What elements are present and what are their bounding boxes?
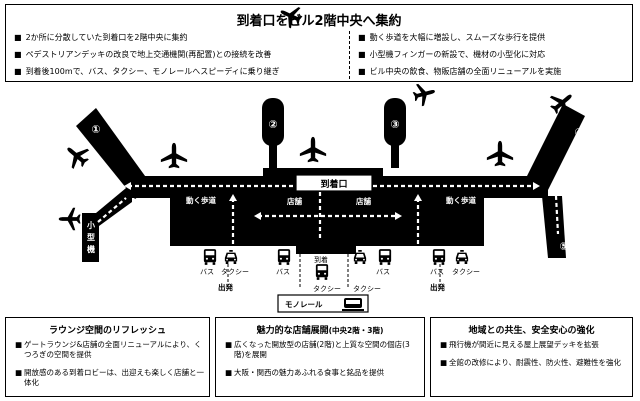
walkway-arrows [97, 184, 560, 246]
bus-icon [277, 249, 291, 265]
summary-divider [349, 31, 350, 79]
summary-left-item-3: 到着後100mで、バス、タクシー、モノレールへスピーディに乗り継ぎ [14, 66, 280, 77]
airplane-icon [58, 207, 81, 231]
moving-walkway-right-label: 動く歩道 [446, 195, 476, 205]
bus-icon [203, 249, 217, 265]
taxi-label-1: タクシー [221, 267, 249, 276]
panel-community-item-2: ■全館の改修により、耐震性、防火性、避難性を強化 [440, 358, 622, 367]
gate-4-label: ④ [574, 126, 583, 139]
gate-2-pier [262, 98, 284, 168]
summary-right-item-3: ビル中央の飲食、物販店舗の全面リニューアルを実施 [358, 66, 562, 77]
gate-1-label: ① [91, 123, 100, 136]
moving-walkway-left-label: 動く歩道 [186, 195, 216, 205]
page-title: 到着口をビル2階中央へ集約 [236, 14, 402, 29]
panel-community-title: 地域との共生、安全安心の強化 [468, 326, 595, 336]
panel-lounge-title: ラウンジ空間のリフレッシュ [48, 326, 166, 336]
panel-shops: 魅力的な店舗展開(中央2階・3階) ■広くなった開放型の店舗(2階)と上質な空間… [215, 317, 425, 397]
bus-icon [315, 264, 329, 280]
summary-right-item-2: 小型機フィンガーの新設で、機材の小型化に対応 [358, 49, 546, 60]
bus-icon [432, 249, 446, 265]
panel-community-item-1: ■飛行機が間近に見える屋上展望デッキを拡張 [440, 340, 599, 349]
monorail-icon [342, 298, 364, 311]
panel-community: 地域との共生、安全安心の強化 ■飛行機が間近に見える屋上展望デッキを拡張 ■全館… [430, 317, 633, 397]
shop-right-label: 店舗 [356, 196, 371, 206]
arrival-label: 到着 [314, 255, 328, 264]
summary-left-item-1: 2か所に分散していた到着口を2階中央に集約 [14, 32, 188, 43]
summary-box: 到着口をビル2階中央へ集約 2か所に分散していた到着口を2階中央に集約 ペデスト… [5, 4, 633, 82]
right-finger [520, 104, 585, 258]
gate-3-pier [384, 98, 406, 168]
panel-shops-title: 魅力的な店舗展開(中央2階・3階) [256, 326, 384, 336]
bus-label-3: バス [376, 268, 390, 276]
bus-icon [378, 249, 392, 265]
shop-left-label: 店舗 [287, 196, 302, 206]
small-aircraft-char-3: 機 [87, 244, 95, 254]
bus-label-4: バス [430, 268, 444, 276]
panel-lounge-item-1: ■ゲートラウンジ&店舗の全面リニューアルにより、くつろぎの空間を提供 [15, 340, 202, 359]
bus-label-1: バス [200, 268, 214, 276]
summary-left-item-2: ペデストリアンデッキの改良で地上交通機関(再配置)との接続を改善 [14, 49, 272, 60]
airplane-icon [160, 142, 188, 169]
departure-label-2: 出発 [430, 282, 445, 292]
summary-right-item-1: 動く歩道を大幅に増設し、スムーズな歩行を提供 [358, 32, 546, 43]
small-aircraft-char-1: 小 [86, 220, 95, 230]
small-aircraft-char-2: 型 [87, 232, 95, 242]
gate-5-label: ⑤ [559, 240, 568, 253]
airplane-icon [486, 140, 514, 167]
bus-label-2: バス [276, 268, 290, 276]
gate-3-label: ③ [390, 118, 399, 131]
airplane-icon [299, 136, 327, 163]
airplane-icon [59, 138, 94, 173]
panel-lounge-item-2: ■開放感のある到着ロビーは、出迎えも楽しく店舗と一体化 [15, 368, 204, 387]
airplane-icon [410, 80, 438, 108]
departure-label-1: 出発 [218, 282, 233, 292]
panel-shops-item-2: ■大阪・関西の魅力あふれる食事と銘品を提供 [225, 368, 384, 377]
taxi-icon [224, 250, 238, 264]
airplane-icon [276, 1, 306, 31]
arrival-gate-box [295, 174, 373, 192]
taxi-label-3: タクシー [452, 267, 480, 276]
taxi-icon [455, 250, 469, 264]
ground-access-lines [227, 254, 441, 288]
taxi-label-center: タクシー [313, 284, 341, 293]
monorail-label: モノレール [285, 300, 323, 309]
taxi-label-2: タクシー [353, 284, 381, 293]
arrival-gate-label: 到着口 [320, 178, 347, 190]
panel-shops-item-1: ■広くなった開放型の店舗(2階)と上質な空間の個店(3階)を展開 [225, 340, 410, 359]
gate-2-label: ② [268, 118, 277, 131]
panel-lounge: ラウンジ空間のリフレッシュ ■ゲートラウンジ&店舗の全面リニューアルにより、くつ… [5, 317, 210, 397]
